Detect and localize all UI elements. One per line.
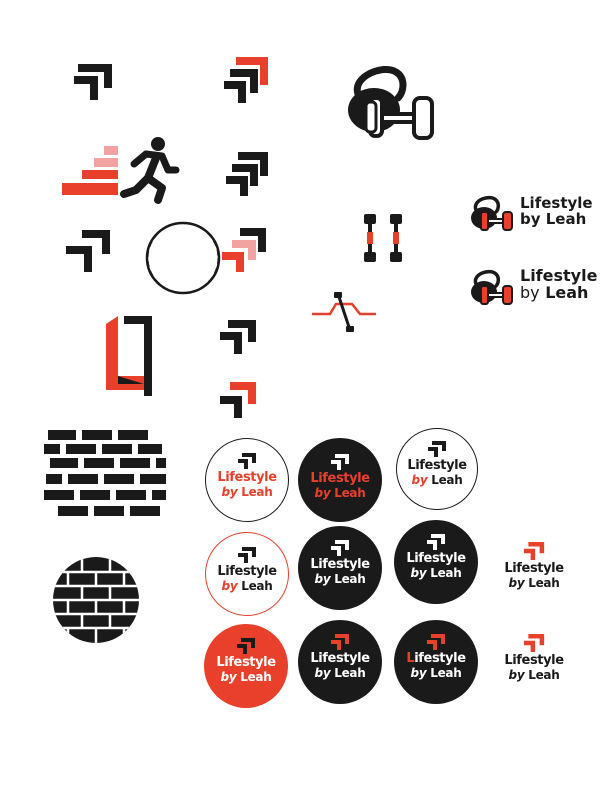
wordmark-line2: by Leah xyxy=(520,282,589,302)
badge-line2: by Leah xyxy=(220,670,272,684)
chevron-arrow-icon xyxy=(226,152,268,196)
chevron-arrow-red-icon xyxy=(523,542,545,560)
badge-line2: by Leah xyxy=(411,473,463,487)
badge-line1: Lifestyle xyxy=(310,651,370,666)
badge-black-red-arrow-2: Lifestyle by Leah xyxy=(394,620,478,704)
badge-line2: by Leah xyxy=(314,666,366,680)
chevron-arrow-icon xyxy=(331,540,349,556)
chevron-arrow-red-icon xyxy=(224,57,268,103)
wordmark-line2: by Leah xyxy=(520,209,587,228)
brick-circle-icon xyxy=(53,557,139,643)
badge-red-fill: Lifestyle by Leah xyxy=(204,624,288,708)
chevron-arrow-pink-icon xyxy=(222,228,266,272)
badge-line2: by Leah xyxy=(221,485,273,499)
badge-black-white: Lifestyle by Leah xyxy=(298,526,382,610)
deadlift-icon xyxy=(312,292,376,332)
chevron-arrow-icon xyxy=(220,320,256,354)
badge-black-red-arrow: Lifestyle by Leah xyxy=(298,620,382,704)
badge-line1-rest: ifestyle xyxy=(414,651,466,666)
grunge-circle-icon xyxy=(145,221,221,295)
badge-line2: by Leah xyxy=(221,579,273,593)
badge-black-red: Lifestyle by Leah xyxy=(298,438,382,522)
badge-line1: Lifestyle xyxy=(406,551,466,566)
badge-line2: by Leah xyxy=(410,666,462,680)
l-frame-icon xyxy=(106,316,152,396)
chevron-arrow-red-icon xyxy=(523,634,545,652)
badge-line1: Lifestyle xyxy=(504,561,564,576)
chevron-arrow-red-icon xyxy=(220,382,256,418)
chevron-arrow-icon xyxy=(427,534,445,550)
chevron-arrow-icon xyxy=(74,64,112,100)
brick-wall-icon xyxy=(44,430,166,516)
chevron-arrow-red-icon xyxy=(427,634,445,650)
dumbbell-icon xyxy=(364,214,402,262)
wordmark-line1: Lifestyle xyxy=(520,266,598,285)
badge-black-white-2: Lifestyle by Leah xyxy=(394,520,478,604)
badge-line2: by Leah xyxy=(508,576,560,590)
badge-outline-red-ring: Lifestyle by Leah xyxy=(205,532,289,616)
kettlebell-dumbbell-icon xyxy=(471,269,513,305)
badge-outline-red-by: Lifestyle by Leah xyxy=(205,438,289,522)
badge-line1: Lifestyle xyxy=(310,557,370,572)
badge-line1: Lifestyle xyxy=(217,564,277,579)
stair-steps-icon xyxy=(62,146,118,195)
wordmark: Lifestyle by Leah xyxy=(520,266,598,302)
badge-line1: Lifestyle xyxy=(406,651,466,666)
badge-line1: Lifestyle xyxy=(310,471,370,486)
logo-horizontal-2: Lifestyle by Leah xyxy=(470,266,610,312)
runner-icon xyxy=(120,137,180,204)
badge-line2: by Leah xyxy=(410,566,462,580)
badge-line1: Lifestyle xyxy=(407,458,467,473)
chevron-arrow-icon xyxy=(238,453,256,469)
badge-line1: Lifestyle xyxy=(216,655,276,670)
wordmark-line1: Lifestyle xyxy=(520,194,593,212)
chevron-arrow-icon xyxy=(66,230,110,272)
chevron-arrow-icon xyxy=(237,638,255,654)
logo-horizontal-1: Lifestyle by Leah xyxy=(470,192,600,238)
wordmark: Lifestyle by Leah xyxy=(520,194,593,228)
badge-outline-black: Lifestyle by Leah xyxy=(396,428,478,510)
badge-line2: by Leah xyxy=(314,486,366,500)
chevron-arrow-icon xyxy=(238,547,256,563)
kettlebell-dumbbell-icon xyxy=(471,195,513,231)
badge-line2: by Leah xyxy=(508,668,560,682)
kettlebell-dumbbell-icon xyxy=(348,65,434,140)
chevron-arrow-icon xyxy=(428,441,446,457)
badge-line1: Lifestyle xyxy=(504,653,564,668)
chevron-arrow-icon xyxy=(331,454,349,470)
chevron-arrow-red-icon xyxy=(331,634,349,650)
badge-plain-red-arrow-2: Lifestyle by Leah xyxy=(500,628,568,696)
badge-line1: Lifestyle xyxy=(217,470,277,485)
badge-plain-red-arrow: Lifestyle by Leah xyxy=(500,536,568,604)
badge-line2: by Leah xyxy=(314,572,366,586)
